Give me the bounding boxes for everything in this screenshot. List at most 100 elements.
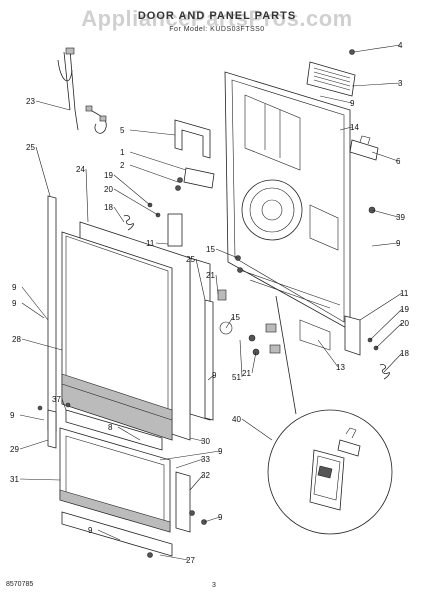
callout-leader bbox=[129, 151, 187, 171]
callout-leader bbox=[129, 164, 179, 183]
callout-label: 51 bbox=[232, 373, 241, 382]
callout-label: 27 bbox=[186, 556, 195, 565]
control-panel-trim[interactable] bbox=[37, 402, 163, 451]
outer-door-panel[interactable] bbox=[61, 221, 191, 441]
callout-leader bbox=[371, 209, 399, 218]
page-number: 3 bbox=[212, 582, 216, 589]
latch[interactable] bbox=[349, 135, 379, 161]
switch-assembly[interactable] bbox=[175, 167, 215, 191]
callout-labels: 4391465121920183991115252192325249281119… bbox=[10, 41, 409, 565]
bracket[interactable] bbox=[174, 119, 211, 159]
wire-harness[interactable] bbox=[57, 47, 107, 134]
callout-label: 15 bbox=[206, 245, 215, 254]
callout-leader bbox=[317, 339, 339, 368]
inner-door-panel[interactable] bbox=[224, 71, 351, 331]
callout-leader bbox=[129, 129, 176, 136]
callout-leader bbox=[85, 168, 89, 223]
callout-label: 23 bbox=[26, 97, 35, 106]
callout-leader bbox=[369, 308, 403, 341]
callout-leader bbox=[383, 352, 403, 373]
callout-label: 19 bbox=[400, 305, 409, 314]
callout-label: 25 bbox=[26, 143, 35, 152]
callout-leader bbox=[155, 242, 169, 245]
right-door-trim[interactable] bbox=[204, 299, 214, 421]
callout-leader bbox=[353, 44, 401, 53]
callout-leader bbox=[239, 339, 243, 378]
callout-leader bbox=[371, 151, 399, 162]
callout-label: 9 bbox=[218, 447, 223, 456]
callout-leader bbox=[359, 292, 403, 321]
callout-label: 5 bbox=[120, 126, 125, 135]
callout-label: 28 bbox=[12, 335, 21, 344]
callout-leader bbox=[195, 258, 206, 301]
callout-leader bbox=[21, 338, 63, 351]
callout-leader bbox=[61, 398, 67, 411]
model-subtitle: For Model: KUDS03FTSS0 bbox=[169, 26, 265, 33]
callout-leader bbox=[113, 174, 151, 206]
callout-leader bbox=[159, 450, 221, 461]
vent-cover[interactable] bbox=[306, 49, 356, 97]
callout-leader bbox=[225, 316, 234, 329]
callout-leader bbox=[251, 351, 257, 374]
callout-label: 14 bbox=[350, 123, 359, 132]
callout-leader bbox=[19, 439, 49, 450]
hinge-arm-right[interactable] bbox=[344, 206, 391, 380]
callout-leader bbox=[35, 146, 51, 197]
callout-label: 11 bbox=[400, 289, 409, 298]
callout-label: 18 bbox=[104, 203, 113, 212]
callout-label: 31 bbox=[10, 475, 19, 484]
callout-label: 20 bbox=[104, 185, 113, 194]
callout-label: 11 bbox=[146, 239, 155, 248]
callout-label: 9 bbox=[10, 411, 15, 420]
callout-leader bbox=[35, 100, 71, 111]
callout-leader bbox=[21, 302, 45, 319]
callout-label: 37 bbox=[52, 395, 61, 404]
callout-leader bbox=[375, 322, 403, 349]
callout-label: 2 bbox=[120, 161, 125, 170]
callout-leader bbox=[117, 426, 141, 441]
callout-label: 24 bbox=[76, 165, 85, 174]
callout-label: 9 bbox=[12, 283, 17, 292]
callout-leader bbox=[175, 458, 204, 469]
callout-label: 32 bbox=[201, 471, 210, 480]
callout-label: 9 bbox=[396, 239, 401, 248]
callout-leader bbox=[189, 474, 204, 491]
callout-leader bbox=[351, 82, 401, 87]
callout-leader bbox=[203, 516, 221, 523]
callout-label: 30 bbox=[201, 437, 210, 446]
callout-label: 39 bbox=[396, 213, 405, 222]
callout-leader bbox=[241, 418, 273, 441]
callout-label: 13 bbox=[336, 363, 345, 372]
callout-leader bbox=[215, 248, 239, 259]
bottom-trim-strip[interactable] bbox=[61, 511, 173, 558]
callout-label: 3 bbox=[398, 79, 403, 88]
document-number: 8570785 bbox=[6, 581, 34, 588]
control-panel[interactable] bbox=[59, 427, 171, 533]
callout-label: 9 bbox=[88, 526, 93, 535]
callout-leader bbox=[215, 274, 219, 295]
callout-label: 33 bbox=[201, 455, 210, 464]
callout-leader bbox=[19, 414, 45, 421]
latch-detail-inset[interactable] bbox=[267, 295, 393, 535]
callout-leader bbox=[113, 188, 159, 216]
callout-label: 9 bbox=[350, 99, 355, 108]
callout-label: 21 bbox=[206, 271, 215, 280]
left-hinge-hardware[interactable] bbox=[123, 202, 183, 247]
callout-label: 40 bbox=[232, 415, 241, 424]
callout-label: 9 bbox=[212, 371, 217, 380]
callout-label: 19 bbox=[104, 171, 113, 180]
callout-label: 8 bbox=[108, 423, 113, 432]
control-panel-bracket[interactable] bbox=[175, 471, 207, 533]
callout-leader bbox=[319, 95, 353, 104]
callout-label: 15 bbox=[231, 313, 240, 322]
callout-label: 9 bbox=[218, 513, 223, 522]
callout-label: 6 bbox=[396, 157, 401, 166]
callout-leader bbox=[339, 126, 353, 131]
callout-label: 18 bbox=[400, 349, 409, 358]
callout-label: 1 bbox=[120, 148, 125, 157]
center-hardware[interactable] bbox=[219, 319, 331, 356]
callout-label: 20 bbox=[400, 319, 409, 328]
callout-label: 4 bbox=[398, 41, 403, 50]
